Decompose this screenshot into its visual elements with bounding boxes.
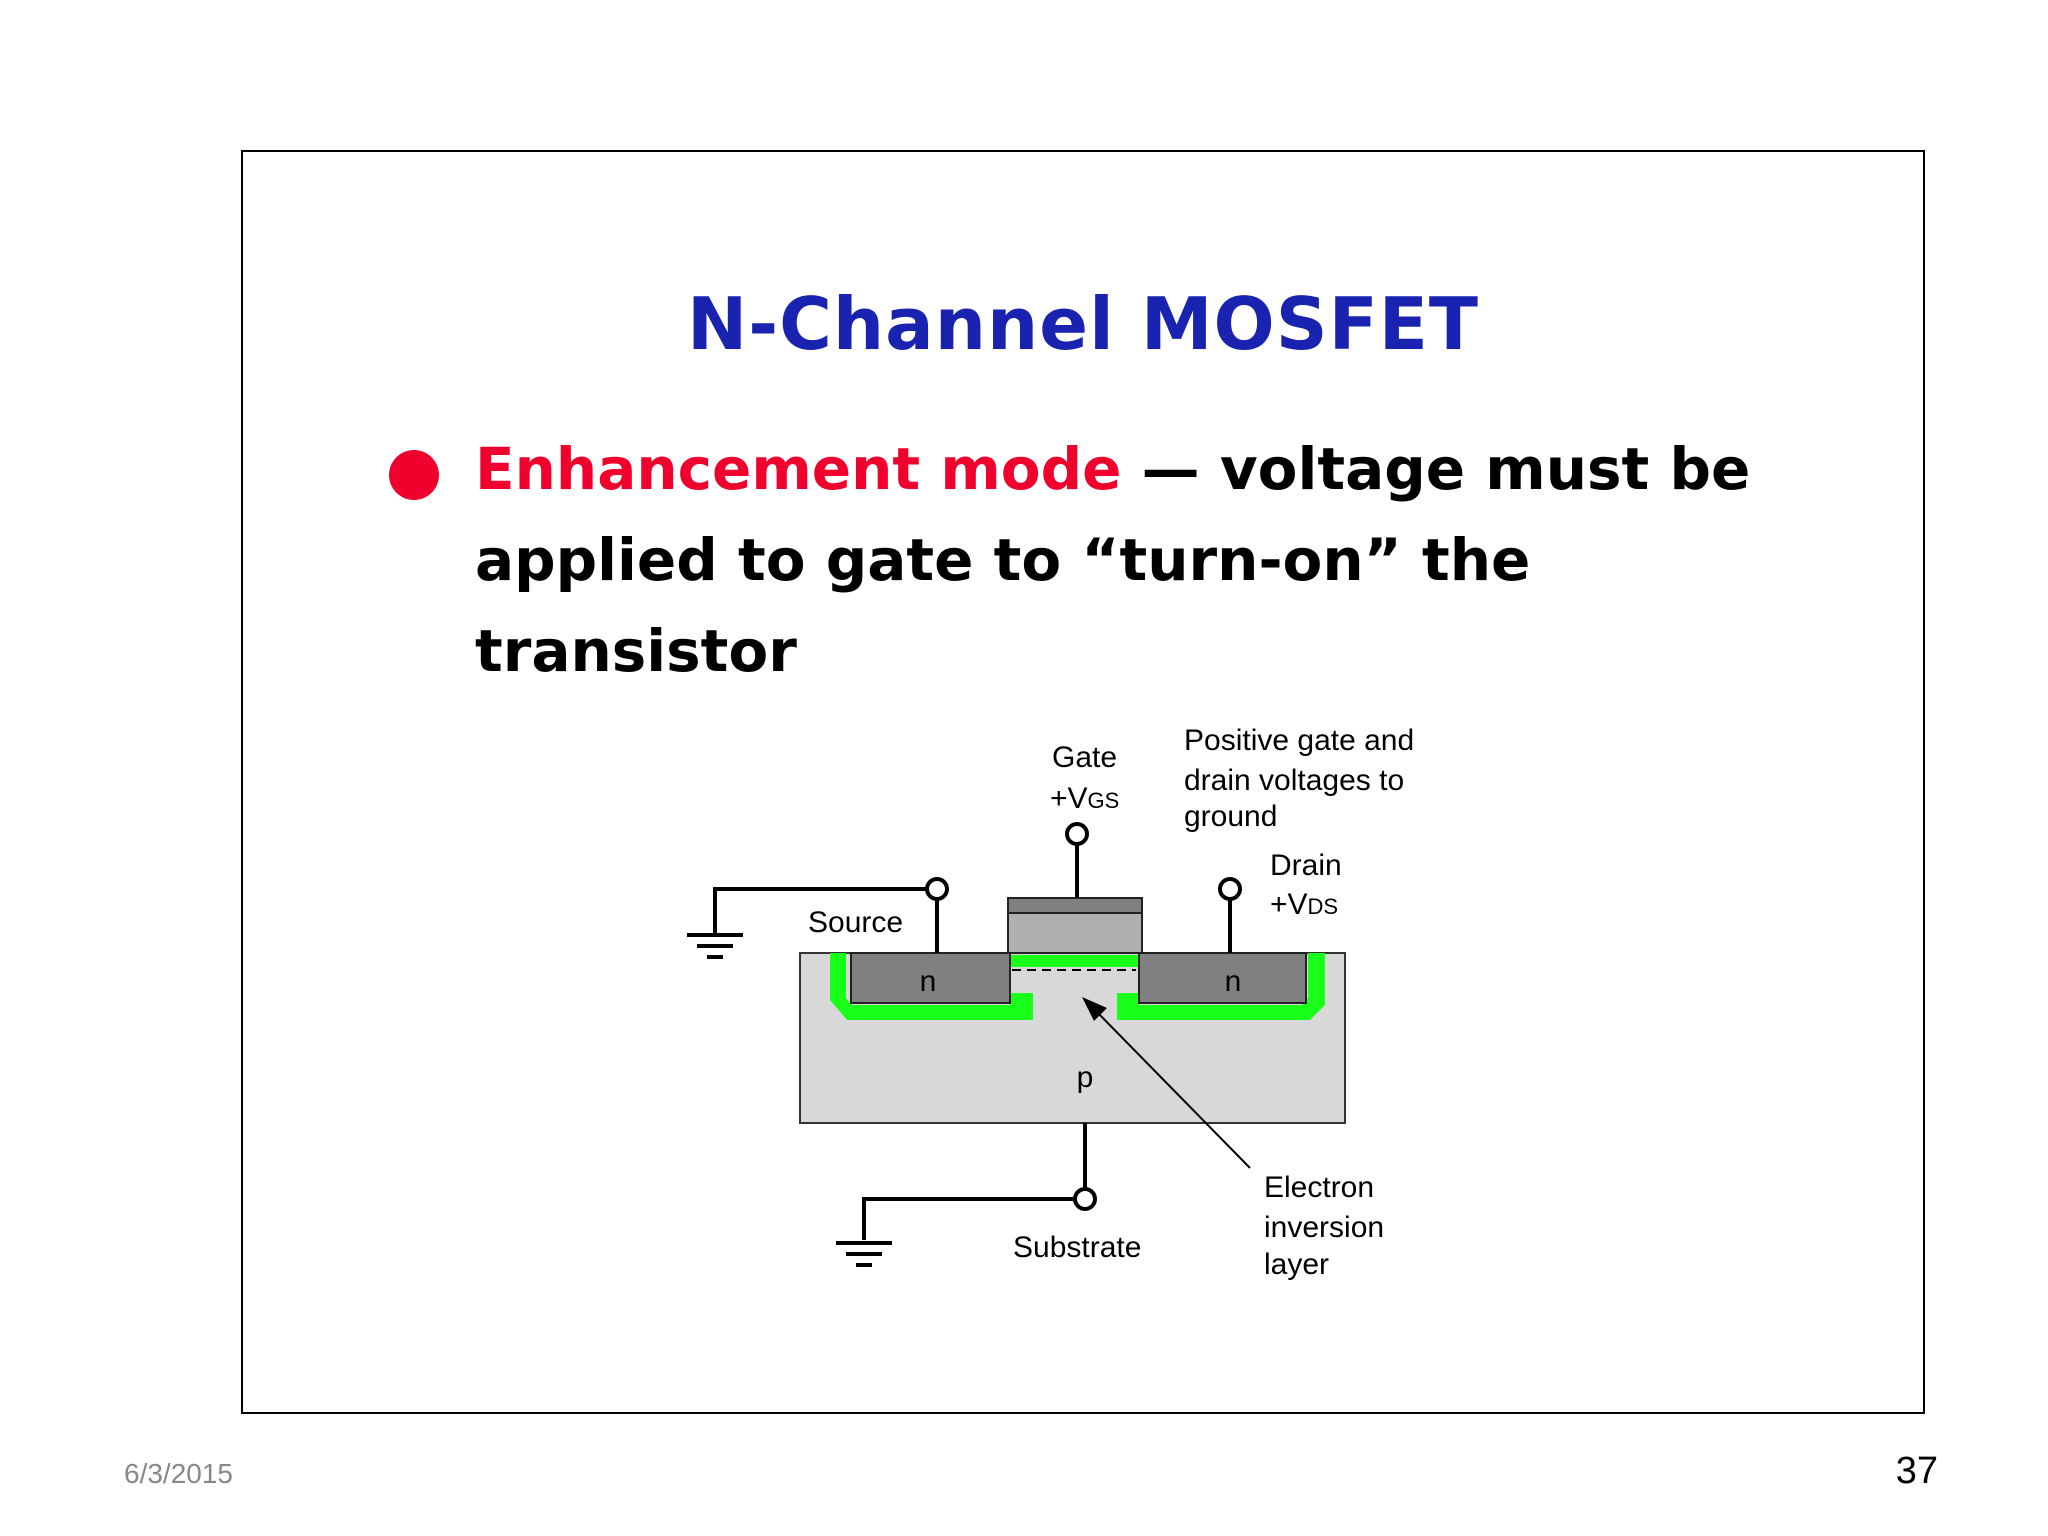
green-depletion-left xyxy=(830,953,1033,1020)
p-label: p xyxy=(1077,1061,1094,1094)
n-left-label: n xyxy=(920,965,937,998)
drain-label: Drain xyxy=(1270,849,1342,882)
source-label: Source xyxy=(808,906,903,939)
bullet-dot xyxy=(389,450,439,500)
slide-title: N-Channel MOSFET xyxy=(686,282,1480,366)
n-right-label: n xyxy=(1225,965,1242,998)
gate-metal xyxy=(1007,897,1143,914)
drain-terminal xyxy=(1218,877,1242,901)
voltage-note-line-3: ground xyxy=(1184,800,1277,833)
substrate-ground-wire xyxy=(862,1197,1075,1240)
bullet-highlight: Enhancement mode xyxy=(475,435,1122,503)
gate-terminal xyxy=(1065,822,1089,846)
inversion-label-line-1: Electron xyxy=(1264,1171,1374,1204)
voltage-note-line-1: Positive gate and xyxy=(1184,724,1414,757)
n-region-left xyxy=(850,952,1011,1004)
substrate-label: Substrate xyxy=(1013,1231,1141,1264)
green-depletion-right xyxy=(1117,953,1325,1020)
page-number: 37 xyxy=(1895,1450,1938,1492)
voltage-note-line-2: drain voltages to xyxy=(1184,764,1404,797)
source-terminal xyxy=(925,877,949,901)
source-ground-icon xyxy=(687,933,743,959)
inversion-label-line-2: inversion xyxy=(1264,1211,1384,1244)
source-ground-wire xyxy=(713,887,927,933)
gate-oxide xyxy=(1007,912,1143,954)
inversion-arrow-head xyxy=(1082,997,1107,1021)
substrate-ground-icon xyxy=(836,1241,892,1267)
drain-voltage-label: +VDS xyxy=(1270,888,1338,921)
inversion-arrow-line xyxy=(1094,1009,1251,1169)
gate-label: Gate xyxy=(1052,741,1117,774)
inversion-label-line-3: layer xyxy=(1264,1248,1329,1281)
gate-voltage-label: +VGS xyxy=(1050,782,1119,815)
green-channel xyxy=(1010,955,1139,967)
substrate-terminal xyxy=(1073,1187,1097,1211)
bullet-rest: — voltage must be applied to gate to “tu… xyxy=(475,435,1751,685)
bullet-text: Enhancement mode — voltage must be appli… xyxy=(475,424,1775,697)
n-region-right xyxy=(1138,952,1307,1004)
footer-date: 6/3/2015 xyxy=(124,1458,233,1489)
